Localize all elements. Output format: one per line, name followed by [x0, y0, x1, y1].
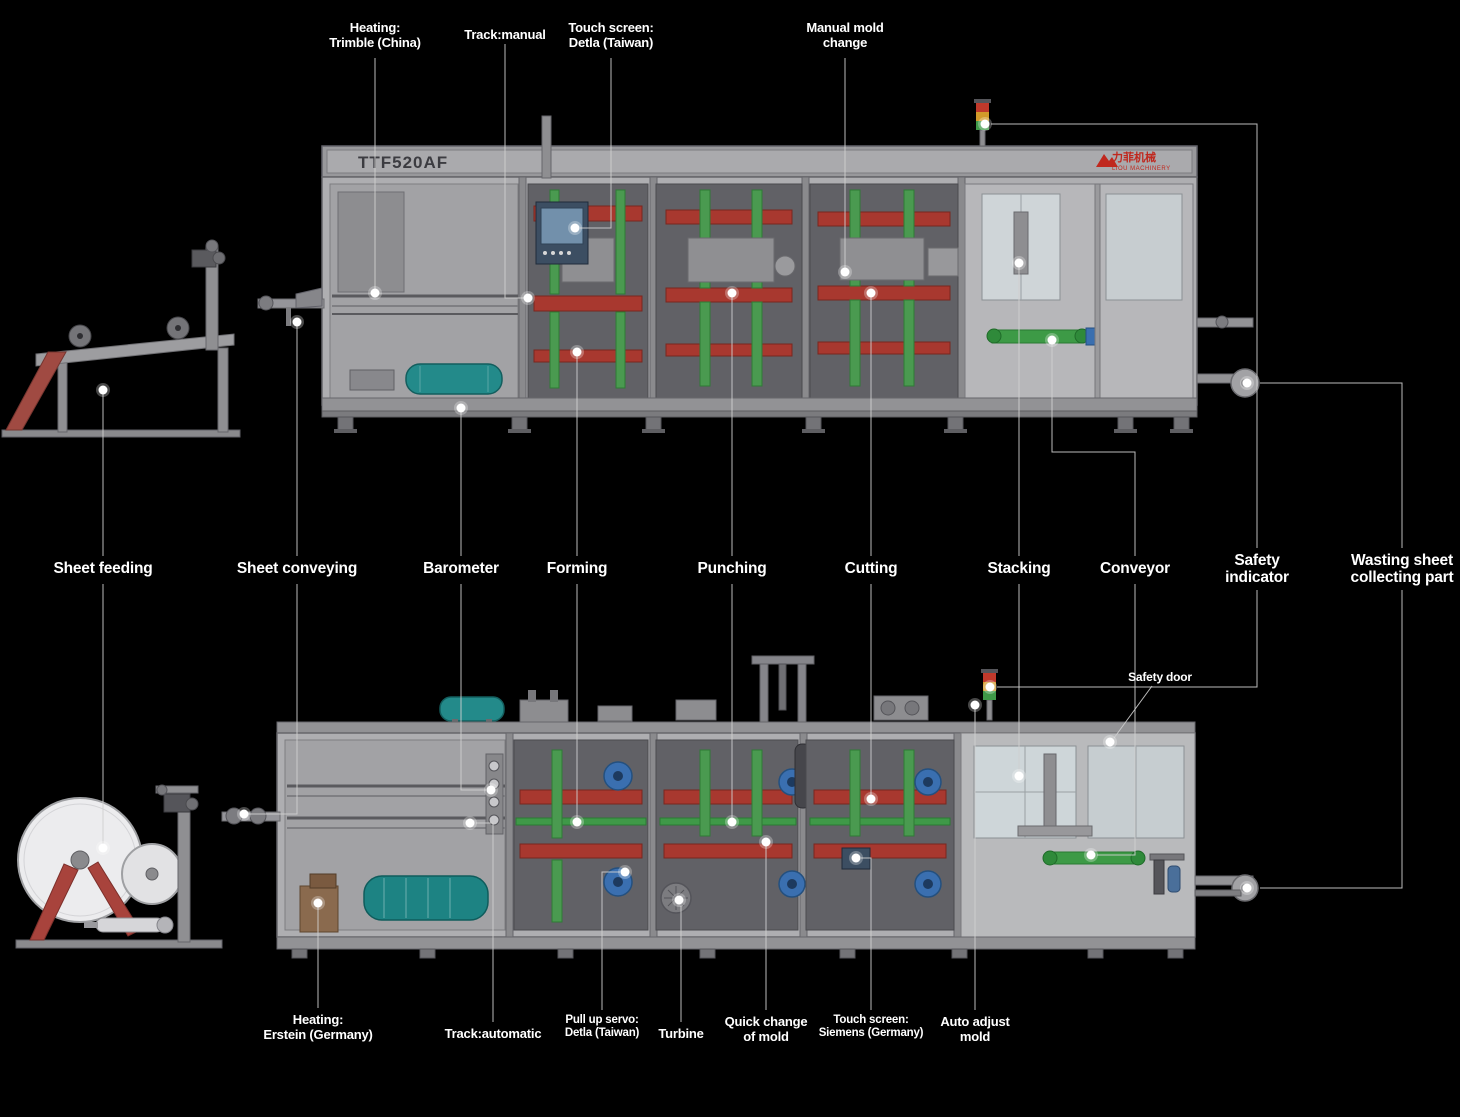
roll-feeder: [15, 784, 223, 949]
label-touch-screen-detla: Touch screen:Detla (Taiwan): [568, 20, 654, 50]
label-barometer: Barometer: [423, 560, 499, 577]
callout-dots: [96, 117, 1254, 910]
label-sheet-conveying: Sheet conveying: [236, 560, 358, 577]
sheet-infeed-arm: [257, 287, 325, 326]
label-track-automatic: Track:automatic: [444, 1026, 542, 1041]
label-heating-erstein: Heating:Erstein (Germany): [263, 1012, 373, 1042]
safety-door-glass: [973, 745, 1077, 839]
touch-screen-panel: [535, 115, 589, 265]
label-heating-trimble: Heating:Trimble (China): [329, 20, 421, 50]
label-pull-up-servo: Pull up servo:Detla (Taiwan): [564, 1014, 640, 1039]
leader-lines: [102, 44, 1403, 1022]
heater-cylinder: [363, 875, 489, 921]
bottom-machine: [221, 655, 1259, 959]
label-conveyor: Conveyor: [1100, 560, 1170, 577]
sheet-pinch-rollers: [221, 807, 281, 825]
label-touch-screen-siemens: Touch screen:Siemens (Germany): [818, 1014, 924, 1039]
label-sheet-feeding: Sheet feeding: [53, 560, 153, 577]
brand-logo: 力菲机械 LIOU MACHINERY: [1096, 150, 1171, 172]
label-track-manual: Track:manual: [464, 27, 546, 42]
brand-name-en: LIOU MACHINERY: [1112, 166, 1171, 172]
barometer-panel: [485, 753, 504, 835]
air-tank: [405, 363, 503, 395]
label-safety-door: Safety door: [1128, 670, 1192, 684]
top-machine: TTF520AF 力菲机械 LIOU MACHINERY: [257, 99, 1260, 433]
label-punching: Punching: [697, 560, 767, 577]
label-cutting: Cutting: [844, 560, 898, 577]
brand-name-cn: 力菲机械: [1112, 150, 1156, 164]
sheet-feeder: [1, 239, 241, 438]
machine-model-text: TTF520AF: [358, 153, 448, 172]
label-turbine: Turbine: [658, 1026, 704, 1041]
mold-crane-frame: [751, 655, 815, 723]
label-stacking: Stacking: [987, 560, 1051, 577]
air-tank-bottom: [439, 696, 505, 722]
label-forming: Forming: [546, 560, 608, 577]
safety-indicator-lamp-bottom: [981, 669, 998, 721]
